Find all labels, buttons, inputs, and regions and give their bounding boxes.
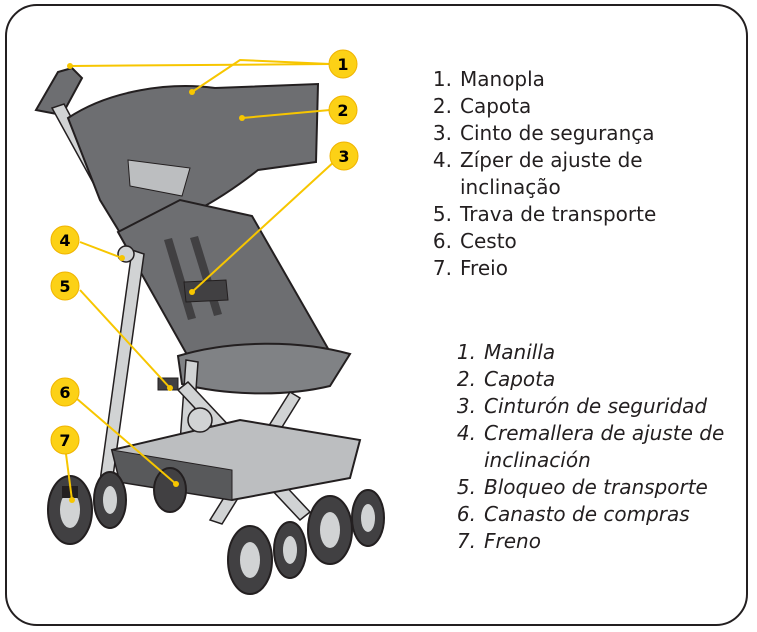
legend-item: 4.Cremallera de ajuste de (456, 421, 725, 445)
badge-2-number: 2 (337, 101, 348, 120)
legend-portuguese: 1.Manopla 2.Capota 3.Cinto de segurança … (422, 66, 656, 282)
legend-item: 3.Cinto de segurança (432, 121, 655, 145)
badge-1-number: 1 (337, 55, 348, 74)
leader-line-1a (69, 63, 331, 67)
leader-line-4 (79, 241, 123, 259)
seat-base (176, 342, 352, 395)
leader-dots (67, 63, 245, 503)
legend-item: 6.Cesto (432, 229, 517, 253)
badge-1: 1 (328, 49, 358, 79)
badge-6: 6 (50, 377, 80, 407)
leader-line-6 (75, 397, 177, 485)
leader-line-2 (241, 109, 331, 119)
legend-item-continued: inclinación (484, 448, 591, 472)
legend-item: 2.Capota (456, 367, 556, 391)
wheel (153, 467, 187, 513)
legend-item: 5.Trava de transporte (432, 202, 657, 226)
badge-5: 5 (50, 271, 80, 301)
badge-4: 4 (50, 225, 80, 255)
leader-line-5 (79, 289, 171, 389)
diagram-frame (5, 4, 748, 626)
legend-item: 7.Freio (432, 256, 508, 280)
canopy-mesh (127, 159, 191, 197)
harness-buckle (183, 279, 229, 303)
legend-item: 2.Capota (432, 94, 532, 118)
legend-item: 5.Bloqueo de transporte (456, 475, 708, 499)
legend-item: 1.Manopla (432, 67, 545, 91)
leader-lines (65, 58, 337, 501)
badge-6-number: 6 (59, 383, 70, 402)
stroller (34, 66, 385, 595)
badge-3: 3 (329, 141, 359, 171)
badge-7-number: 7 (59, 431, 70, 450)
wheel-hubs (60, 486, 375, 578)
legend-item: 4.Zíper de ajuste de (432, 148, 643, 172)
badge-3-number: 3 (338, 147, 349, 166)
legend-spanish: 1.Manilla 2.Capota 3.Cinturón de segurid… (446, 339, 724, 555)
legend-item: 7.Freno (456, 529, 541, 553)
legend-item: 3.Cinturón de seguridad (456, 394, 708, 418)
badge-4-number: 4 (59, 231, 70, 250)
legend-item: 6.Canasto de compras (456, 502, 690, 526)
legend-item: 1.Manilla (456, 340, 556, 364)
badge-7: 7 (50, 425, 80, 455)
badge-2: 2 (328, 95, 358, 125)
leader-line-7 (65, 453, 73, 501)
leader-line-3 (191, 159, 337, 293)
badge-5-number: 5 (59, 277, 70, 296)
legend-item-continued: inclinação (460, 175, 561, 199)
leader-line-1b (191, 58, 331, 93)
hinge-joint (187, 407, 213, 433)
